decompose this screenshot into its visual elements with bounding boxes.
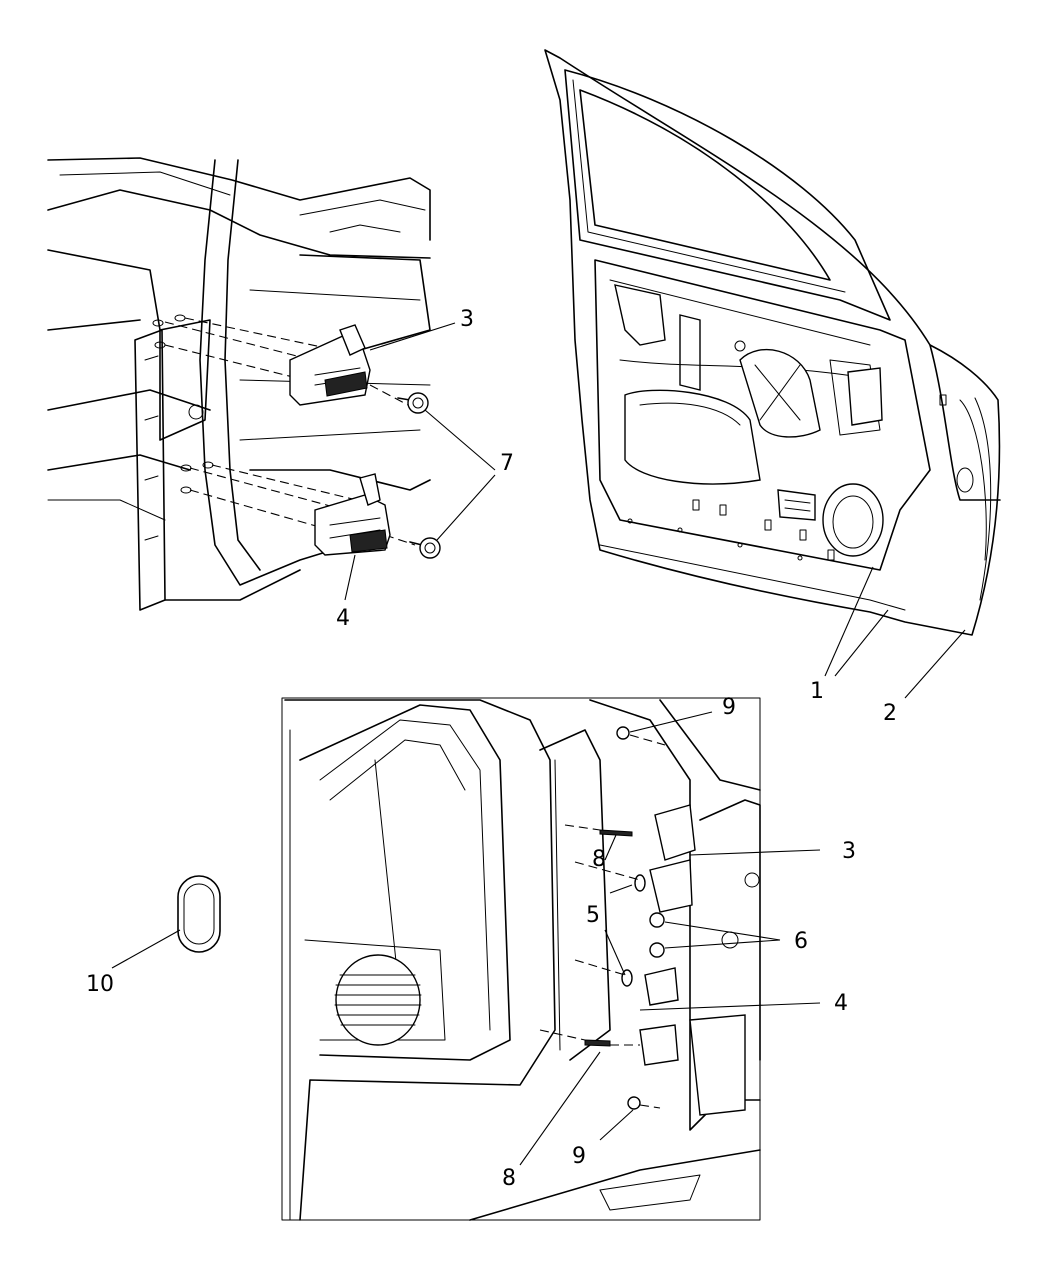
callout-9-top: 9: [722, 695, 736, 720]
door-shell-view: [544, 49, 1001, 699]
bolt-lower: [409, 537, 441, 559]
callout-4-top: 4: [336, 606, 350, 631]
bolt-upper: [397, 392, 429, 414]
callout-8-bottom: 8: [502, 1166, 516, 1191]
callout-2: 2: [883, 701, 897, 726]
callout-1: 1: [810, 679, 824, 704]
callout-7: 7: [500, 451, 514, 476]
callout-9-bottom: 9: [572, 1144, 586, 1169]
callout-3-top: 3: [460, 307, 474, 332]
plug-part: [111, 875, 221, 969]
body-hinge-view: [47, 157, 496, 611]
callout-3-bottom: 3: [842, 839, 856, 864]
door-hinge-view: [281, 697, 821, 1221]
callout-6: 6: [794, 929, 808, 954]
callout-8-top: 8: [592, 847, 606, 872]
speaker-grille: [334, 974, 422, 1026]
callout-10: 10: [86, 972, 114, 997]
callout-4-bottom: 4: [834, 991, 848, 1016]
callout-5: 5: [586, 903, 600, 928]
